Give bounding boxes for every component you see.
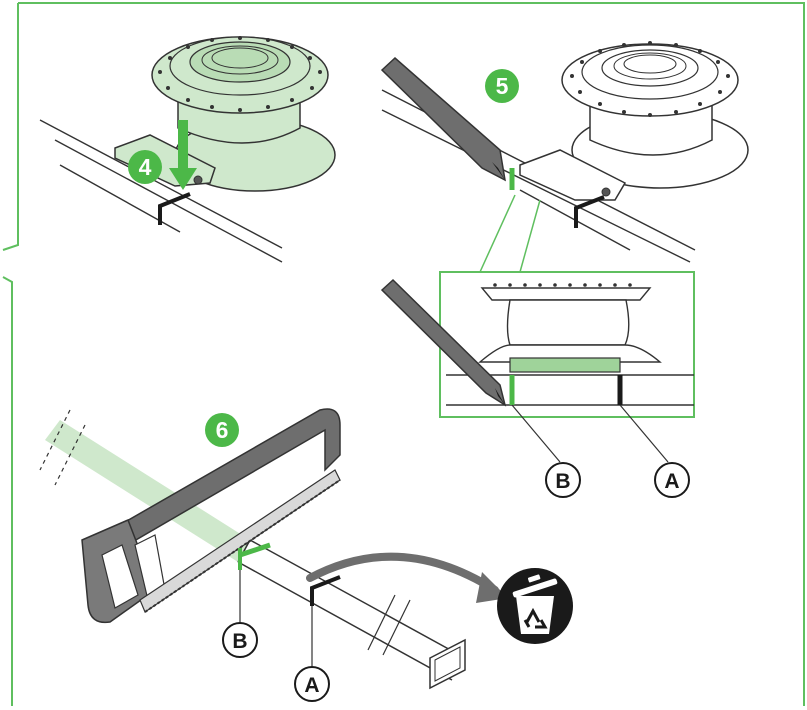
step-5-illustration: 5 [380, 41, 749, 273]
detail-marker-b: B [545, 462, 581, 498]
detail-marker-b-label: B [555, 470, 570, 493]
recycle-bin-icon [497, 568, 573, 644]
step-4-illustration: 4 [39, 36, 336, 263]
step-6-illustration: 6 [39, 408, 508, 690]
saw-marker-b-label: B [232, 630, 247, 653]
saw-marker-a: A [294, 666, 330, 702]
saw-marker-a-label: A [304, 674, 319, 697]
saw-marker-b: B [222, 622, 258, 658]
step-4-number: 4 [139, 154, 152, 180]
step-4-badge [128, 150, 162, 184]
detail-inset [380, 271, 695, 463]
step-6-number: 6 [216, 417, 229, 443]
step-6-badge [205, 413, 239, 447]
step-5-number: 5 [496, 73, 509, 99]
step-5-badge [485, 69, 519, 103]
detail-marker-a-label: A [664, 470, 679, 493]
detail-marker-a: A [654, 462, 690, 498]
